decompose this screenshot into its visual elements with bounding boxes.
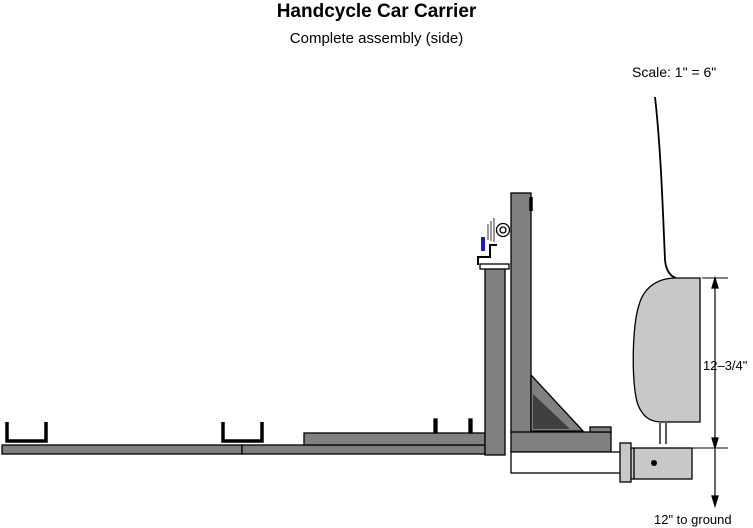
hitch-pin-hole	[651, 460, 657, 466]
wheel-channel-left	[5, 422, 48, 443]
platform-tube	[303, 432, 486, 446]
wheel-channel-middle	[221, 422, 264, 443]
front-vertical-post	[484, 266, 506, 456]
dimension-height-arrow-top	[711, 275, 719, 289]
dimension-height-arrow-bottom	[711, 437, 719, 451]
clamp-blue-pad	[481, 237, 485, 251]
base-plate-shim	[589, 426, 612, 433]
scale-label: Scale: 1" = 6"	[632, 64, 716, 80]
lower-tube-left	[1, 444, 243, 455]
clamp-knob-center	[499, 226, 507, 234]
dimension-ground-label: 12" to ground	[654, 512, 732, 527]
dimension-height-label: 12–3/4"	[703, 358, 748, 373]
dimension-ground-arrow	[711, 495, 719, 509]
post-cap	[479, 263, 510, 270]
base-plate	[510, 431, 612, 453]
main-vertical-mast	[510, 192, 532, 434]
lower-tube-right	[241, 444, 486, 455]
platform-tab-left	[433, 418, 438, 434]
hitch-bar	[510, 451, 624, 474]
diagram-title: Handcycle Car Carrier	[276, 1, 477, 22]
gusset-shadow	[533, 394, 570, 429]
diagram-subtitle: Complete assembly (side)	[289, 30, 464, 47]
car-bumper	[632, 277, 701, 423]
platform-tab-right	[468, 418, 473, 434]
hitch-receiver-collar	[619, 442, 632, 483]
hitch-receiver	[625, 447, 693, 480]
clamp-bracket	[477, 244, 497, 265]
car-body-outline	[654, 96, 677, 279]
